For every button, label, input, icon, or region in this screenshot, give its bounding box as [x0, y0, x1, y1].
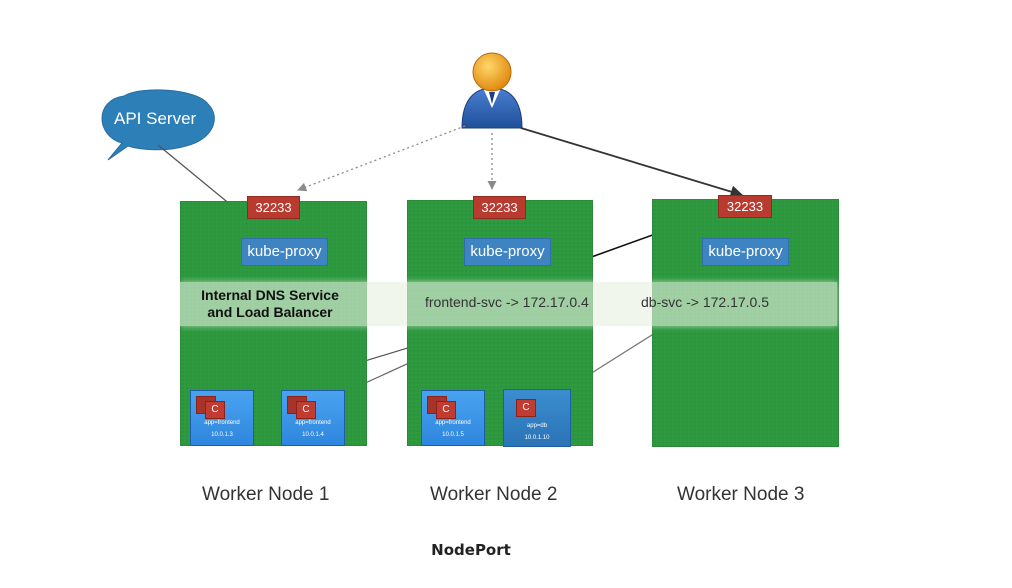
pod-frontend: C app=frontend 10.0.1.3	[190, 390, 254, 446]
user-to-node3-arrow	[520, 127, 744, 198]
pod-frontend: C app=frontend 10.0.1.5	[421, 390, 485, 446]
node-port-badge: 32233	[718, 195, 772, 218]
pod-label: app=db	[526, 423, 548, 429]
kube-proxy-box: kube-proxy	[702, 238, 789, 266]
pod-db: C app=db 10.0.1.10	[503, 389, 571, 447]
node-port-badge: 32233	[247, 196, 300, 219]
container-icon: C	[205, 401, 225, 419]
kube-proxy-box: kube-proxy	[241, 238, 328, 266]
pod-frontend: C app=frontend 10.0.1.4	[281, 390, 345, 446]
api-server-label: API Server	[114, 109, 197, 128]
kube-proxy-box: kube-proxy	[464, 238, 551, 266]
pod-label: app=frontend	[435, 420, 471, 426]
pod-ip: 10.0.1.3	[211, 432, 233, 438]
user-to-node1-arrow	[297, 125, 466, 192]
db-service-mapping: db-svc -> 172.17.0.5	[641, 294, 770, 310]
pod-ip: 10.0.1.4	[302, 432, 324, 438]
frontend-service-mapping: frontend-svc -> 172.17.0.4	[425, 294, 589, 310]
pod-ip: 10.0.1.10	[524, 435, 550, 441]
worker-node-label: Worker Node 1	[202, 484, 330, 505]
api-server-cloud-icon	[101, 89, 215, 161]
dns-service-label: Internal DNS Service and Load Balancer	[201, 287, 339, 320]
worker-node-label: Worker Node 3	[677, 484, 805, 505]
container-icon: C	[516, 399, 536, 417]
diagram-caption: NodePort	[431, 541, 511, 559]
node-port-badge: 32233	[473, 196, 526, 219]
pod-label: app=frontend	[204, 420, 240, 426]
user-icon	[489, 92, 495, 104]
pod-ip: 10.0.1.5	[442, 432, 464, 438]
container-icon: C	[436, 401, 456, 419]
container-icon: C	[296, 401, 316, 419]
user-icon	[472, 52, 512, 92]
pod-label: app=frontend	[295, 420, 331, 426]
service-band	[180, 282, 837, 326]
worker-node-label: Worker Node 2	[430, 484, 558, 505]
